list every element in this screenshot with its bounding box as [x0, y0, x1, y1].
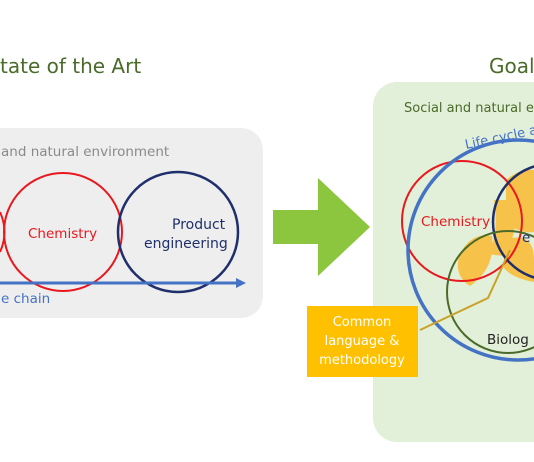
right-chemistry-label: Chemistry — [421, 214, 490, 230]
state-of-the-art-title: tate of the Art — [0, 54, 142, 78]
transition-arrow — [273, 178, 370, 276]
biology-circle — [446, 230, 534, 354]
goal-title: Goal — [489, 54, 534, 78]
engineering-circle-right — [491, 165, 534, 279]
value-chain-arrowhead — [236, 278, 246, 288]
value-chain-label: e chain — [1, 291, 50, 307]
product-engineering-circle — [116, 170, 240, 294]
overlap-engineering-biology — [504, 237, 534, 282]
biology-label: Biolog — [487, 332, 529, 348]
product-label-line1: Product — [172, 217, 226, 233]
life-cycle-circle — [406, 138, 534, 362]
right-environment-label: Social and natural e — [404, 101, 534, 116]
partial-circle-left-edge — [0, 211, 6, 253]
common-label-line2: language & — [325, 334, 400, 349]
common-label-line1: Common — [333, 315, 392, 330]
common-connector-line — [419, 249, 511, 331]
common-language-box — [307, 306, 418, 377]
chemistry-circle-right — [401, 160, 523, 282]
common-label-line3: methodology — [319, 353, 405, 368]
engineering-label-fragment: e — [522, 230, 530, 246]
left-chemistry-label: Chemistry — [28, 226, 97, 242]
overlap-engineering-top — [506, 169, 534, 233]
left-environment-label: and natural environment — [1, 144, 169, 160]
product-label-line2: engineering — [144, 236, 228, 252]
